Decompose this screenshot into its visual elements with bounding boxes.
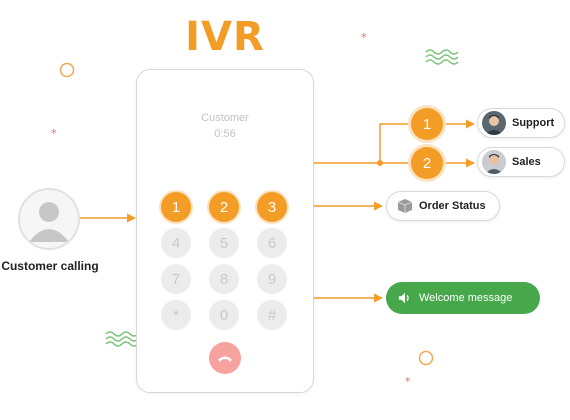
support-label: Support bbox=[512, 117, 555, 129]
support-agent-avatar-icon bbox=[482, 111, 506, 135]
order-status-pill[interactable]: Order Status bbox=[386, 191, 500, 221]
keypad-key-hash[interactable]: # bbox=[257, 300, 287, 330]
call-timer: 0:56 bbox=[214, 128, 236, 140]
page-title: IVR bbox=[185, 14, 265, 60]
welcome-message-pill[interactable]: Welcome message bbox=[386, 282, 540, 314]
menu-option-2-badge: 2 bbox=[411, 147, 443, 179]
keypad-key-3[interactable]: 3 bbox=[257, 192, 287, 222]
decor-wave-bottom bbox=[105, 331, 139, 347]
keypad-key-4[interactable]: 4 bbox=[161, 228, 191, 258]
phone-mockup: Customer 0:56 1 2 3 4 5 6 7 8 9 * 0 # bbox=[136, 69, 314, 393]
speaker-icon bbox=[398, 292, 409, 304]
decor-circle-left bbox=[59, 62, 75, 78]
keypad-key-2[interactable]: 2 bbox=[209, 192, 239, 222]
phone-hangup-icon bbox=[218, 356, 232, 362]
menu-option-1-badge: 1 bbox=[411, 108, 443, 140]
keypad-key-6[interactable]: 6 bbox=[257, 228, 287, 258]
sales-label: Sales bbox=[512, 156, 541, 168]
caller-name: Customer bbox=[201, 112, 249, 124]
order-status-label: Order Status bbox=[419, 200, 486, 212]
sales-pill[interactable]: Sales bbox=[477, 147, 565, 177]
junction-dot bbox=[377, 160, 383, 166]
customer-avatar-icon bbox=[18, 188, 80, 250]
keypad-key-9[interactable]: 9 bbox=[257, 264, 287, 294]
decor-circle-bottom bbox=[418, 350, 434, 366]
welcome-message-label: Welcome message bbox=[419, 292, 513, 304]
hangup-button[interactable] bbox=[209, 342, 241, 374]
keypad-key-8[interactable]: 8 bbox=[209, 264, 239, 294]
keypad-key-1[interactable]: 1 bbox=[161, 192, 191, 222]
support-pill[interactable]: Support bbox=[477, 108, 565, 138]
decor-star-left: * bbox=[51, 127, 57, 140]
keypad-key-7[interactable]: 7 bbox=[161, 264, 191, 294]
box-icon bbox=[397, 199, 413, 213]
sales-agent-avatar-icon bbox=[482, 150, 506, 174]
keypad-key-5[interactable]: 5 bbox=[209, 228, 239, 258]
keypad-key-0[interactable]: 0 bbox=[209, 300, 239, 330]
customer-label: Customer calling bbox=[1, 259, 99, 273]
keypad-key-star[interactable]: * bbox=[161, 300, 191, 330]
decor-star-bottom: * bbox=[405, 375, 411, 388]
